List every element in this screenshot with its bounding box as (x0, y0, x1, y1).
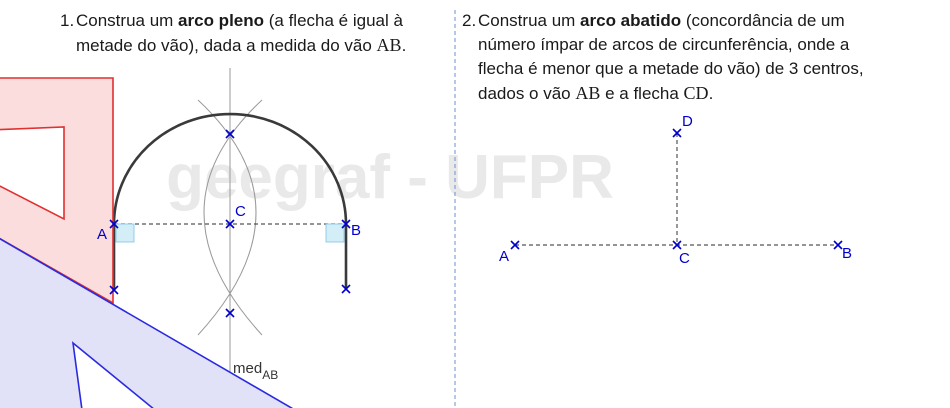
point-marker-a (109, 219, 119, 229)
fig2-points (510, 128, 843, 250)
mediatrix-label: medAB (233, 360, 278, 382)
point-marker-c (225, 219, 235, 229)
fig2-label-b: B (842, 245, 852, 262)
task-1-line-2: metade do vão), dada a medida do vão AB. (76, 33, 445, 58)
point-marker-c2 (672, 240, 682, 250)
task-2-line4-c: . (708, 84, 714, 103)
task-2-line-1: Construa um arco abatido (concordância d… (478, 9, 882, 33)
point-marker-top (225, 129, 235, 139)
task-2-math-cd: CD (683, 83, 709, 103)
right-angle-marker-b (325, 223, 345, 243)
fig1-points (109, 129, 351, 318)
task-2: 2. Construa um arco abatido (concordânci… (462, 9, 882, 109)
set-square-red-hole (0, 126, 65, 221)
task-1-line2-a: metade do vão), dada a medida do vão (76, 36, 377, 55)
point-marker-d2 (672, 128, 682, 138)
task-2-line-2: número ímpar de arcos de circunferência,… (478, 35, 850, 54)
fig2-label-c: C (679, 250, 690, 267)
set-square-blue-hole (71, 341, 154, 408)
right-angle-marker-a (115, 223, 135, 243)
task-2-text: Construa um arco abatido (concordância d… (478, 9, 882, 106)
task-1-math-ab: AB (376, 35, 402, 55)
point-marker-a2 (510, 240, 520, 250)
task-2-math-ab: AB (575, 83, 601, 103)
task-2-number: 2. (462, 11, 477, 30)
point-marker-b (341, 219, 351, 229)
task-2-text-a: Construa um (478, 11, 581, 30)
task-1: 1. Construa um arco pleno (a flecha é ig… (60, 9, 445, 59)
point-marker-bottom (225, 308, 235, 318)
fig1-label-a: A (97, 226, 107, 243)
fig1-label-b: B (351, 222, 361, 239)
fig2-label-d: D (682, 113, 693, 130)
fig1-label-c: C (235, 203, 246, 220)
task-1-text: Construa um arco pleno (a flecha é igual… (76, 9, 445, 58)
full-arch (112, 112, 348, 290)
watermark: geegraf - UFPR (166, 143, 614, 212)
task-1-bold: arco pleno (178, 11, 265, 30)
task-2-line-4: dados o vão AB e a flecha CD. (478, 81, 882, 106)
task-1-line-1: Construa um arco pleno (a flecha é igual… (76, 9, 445, 33)
task-2-text-b: (concordância de um (681, 11, 845, 30)
fig2-label-a: A (499, 248, 509, 265)
task-1-line2-b: . (401, 36, 407, 55)
task-1-text-b: (a flecha é igual à (264, 11, 403, 30)
task-2-line-3: flecha é menor que a metade do vão) de 3… (478, 59, 864, 78)
mediatrix-label-main: med (233, 360, 262, 377)
set-square-blue (0, 237, 294, 408)
point-marker-pier-b (341, 284, 351, 294)
task-2-line4-a: dados o vão (478, 84, 576, 103)
task-2-line4-b: e a flecha (600, 84, 684, 103)
task-1-text-a: Construa um (76, 11, 179, 30)
task-2-bold: arco abatido (580, 11, 682, 30)
mediatrix-label-sub: AB (262, 368, 278, 382)
mediatrix-arc-left (197, 99, 257, 336)
point-marker-pier-a (109, 285, 119, 295)
mediatrix-arc-right (203, 99, 263, 336)
task-1-number: 1. (60, 11, 75, 30)
point-marker-b2 (833, 240, 843, 250)
